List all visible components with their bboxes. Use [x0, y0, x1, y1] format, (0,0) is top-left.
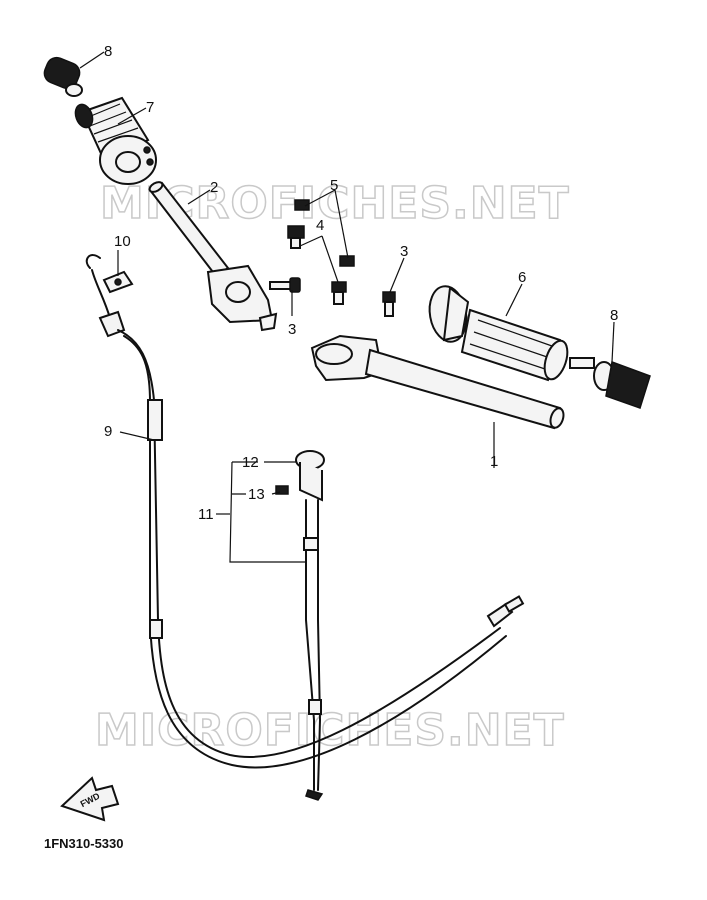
part-9-throttle-cable [85, 254, 525, 769]
bolt-5-upper [287, 199, 310, 249]
part-7-throttle-grip [74, 96, 157, 185]
part-10-guide [102, 270, 134, 294]
part-8-right-grip-end [569, 357, 651, 409]
bolt-3-left [269, 277, 301, 293]
callout-5: 5 [330, 177, 338, 194]
part-2-left-handlebar [148, 181, 278, 332]
callout-9: 9 [104, 423, 112, 440]
callout-11: 11 [198, 506, 214, 523]
bolt-3-right [382, 291, 396, 317]
part-8-left-grip-end [43, 56, 83, 97]
bolt-4 [331, 281, 347, 305]
part-6-right-grip [428, 285, 569, 382]
watermark-bottom: MICROFICHES.NET [95, 705, 565, 756]
fwd-arrow-icon: FWD [60, 776, 120, 822]
diagram-code: 1FN310-5330 [44, 836, 124, 851]
callout-10: 10 [114, 233, 131, 250]
callout-7: 7 [146, 99, 154, 116]
callout-6: 6 [518, 269, 526, 286]
callout-12: 12 [242, 454, 259, 471]
callout-4: 4 [316, 217, 324, 234]
callout-2: 2 [210, 179, 218, 196]
leader-lines [79, 51, 615, 563]
callout-8-top: 8 [104, 43, 112, 60]
callout-1: 1 [490, 453, 498, 470]
part-1-right-handlebar [310, 334, 565, 430]
callout-3-right: 3 [400, 243, 408, 260]
callout-8-right: 8 [610, 307, 618, 324]
callout-3-left: 3 [288, 321, 296, 338]
bolt-5-lower [339, 255, 355, 267]
part-11-choke-cable [275, 450, 325, 801]
callout-13: 13 [248, 486, 265, 503]
